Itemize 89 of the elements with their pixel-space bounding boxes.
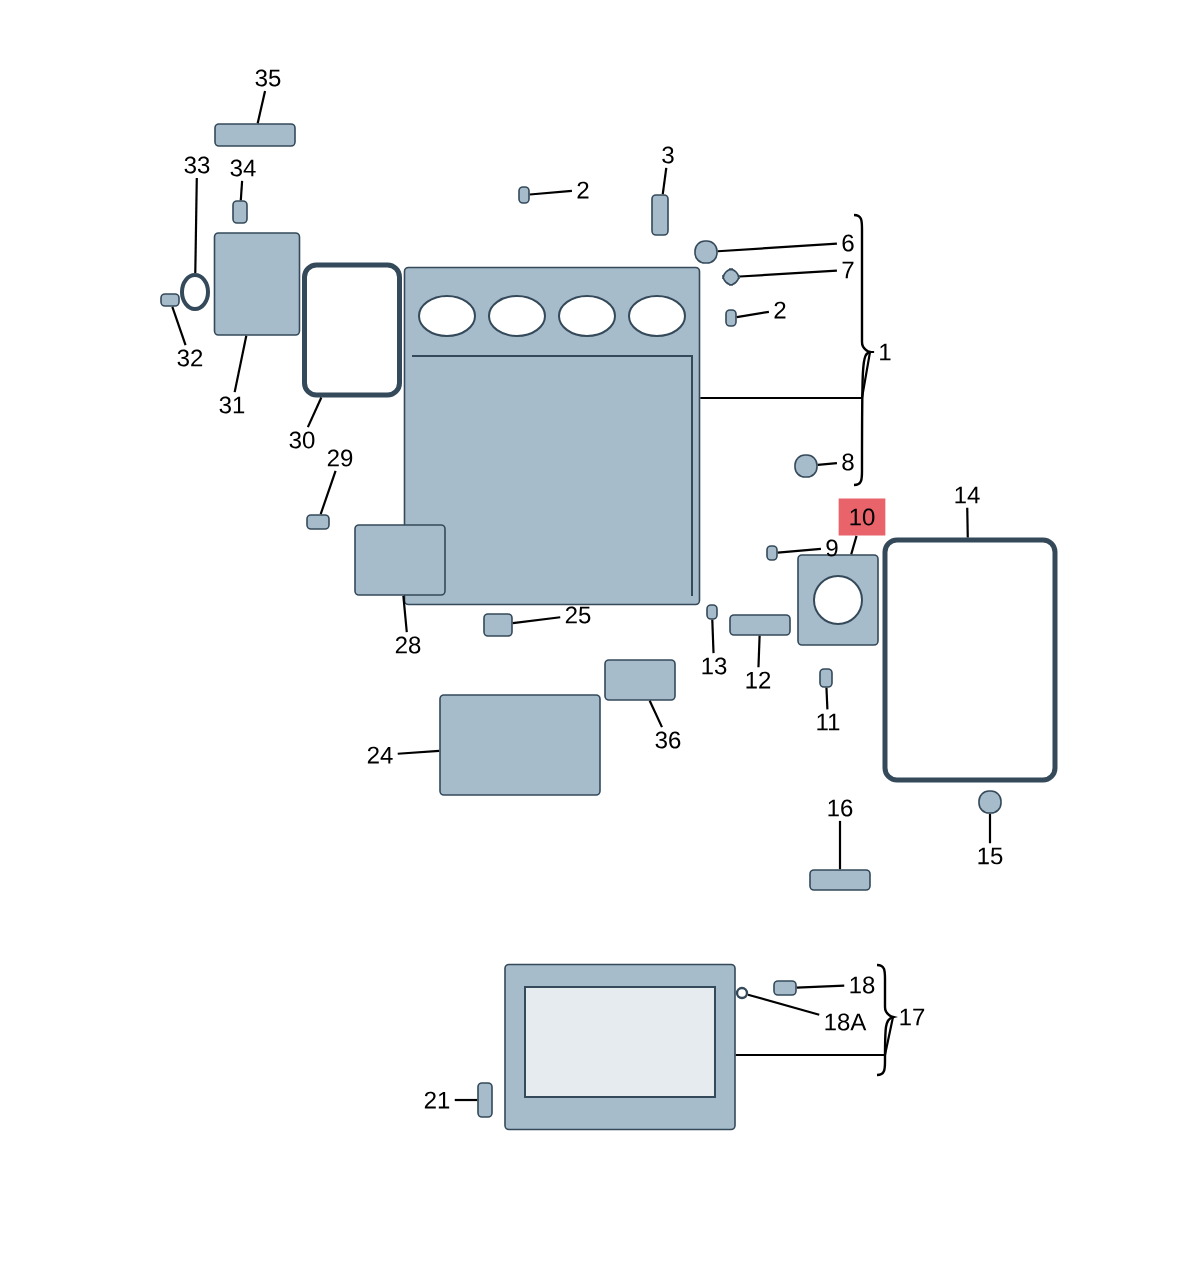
leader-line bbox=[402, 595, 408, 633]
callout-number: 6 bbox=[842, 234, 854, 252]
cover-drawing bbox=[213, 232, 301, 336]
leader-line bbox=[454, 1098, 478, 1102]
gasket-drawing bbox=[882, 537, 1058, 783]
leader-line bbox=[757, 635, 761, 668]
callout-number: 21 bbox=[424, 1091, 450, 1109]
sealant-tube-drawing bbox=[214, 123, 296, 147]
callout-number: 2 bbox=[774, 301, 786, 319]
callout-number: 29 bbox=[327, 449, 353, 467]
leader-line bbox=[306, 397, 323, 428]
plug-drawing bbox=[794, 454, 818, 478]
oil-pan-drawing bbox=[504, 963, 736, 1131]
dowel-pin-drawing bbox=[518, 186, 530, 204]
callout-number: 17 bbox=[900, 1008, 925, 1026]
bolt-drawing bbox=[773, 980, 797, 996]
bolt-drawing bbox=[160, 293, 180, 307]
leader-line bbox=[648, 700, 663, 728]
callout-number: 30 bbox=[289, 431, 315, 449]
callout-number: 14 bbox=[955, 486, 980, 504]
leader-line bbox=[747, 993, 820, 1016]
callout-number: 3 bbox=[662, 146, 674, 164]
plug-drawing bbox=[694, 240, 718, 264]
gasket-drawing bbox=[302, 262, 402, 398]
dowel-pin-drawing bbox=[766, 545, 778, 561]
callout-number: 25 bbox=[565, 606, 591, 624]
engine-block-drawing bbox=[403, 266, 701, 606]
callout-number: 12 bbox=[746, 671, 771, 689]
leader-line bbox=[239, 180, 244, 201]
leader-line bbox=[796, 984, 845, 989]
leader-line bbox=[988, 813, 992, 844]
bolt-drawing bbox=[477, 1082, 493, 1118]
callout-number: 15 bbox=[978, 847, 1003, 865]
bolt-drawing bbox=[651, 194, 669, 236]
o-ring-drawing bbox=[735, 986, 749, 1000]
sealant-tube-drawing bbox=[809, 869, 871, 891]
callout-number: 2 bbox=[577, 181, 589, 199]
leader-line bbox=[319, 470, 337, 515]
callout-number: 16 bbox=[828, 799, 853, 817]
leader-line bbox=[171, 306, 187, 346]
leader-line bbox=[777, 547, 821, 554]
leader-line bbox=[700, 350, 874, 400]
leader-line bbox=[711, 619, 715, 654]
dowel-pin-drawing bbox=[706, 604, 718, 620]
callout-number: 18A bbox=[825, 1013, 867, 1031]
callout-number: 35 bbox=[255, 69, 281, 87]
leader-line bbox=[397, 749, 440, 755]
insert-drawing bbox=[604, 659, 676, 701]
callout-number: 24 bbox=[367, 746, 393, 764]
callout-number: 32 bbox=[177, 349, 203, 367]
leader-line bbox=[661, 167, 668, 195]
leader-line bbox=[529, 189, 572, 196]
bolt-drawing bbox=[819, 668, 833, 688]
bolt-drawing bbox=[232, 200, 248, 224]
callout-number: 18 bbox=[850, 976, 875, 994]
callout-number: 7 bbox=[842, 261, 854, 279]
leader-line bbox=[825, 687, 829, 710]
leader-line bbox=[817, 461, 838, 466]
bolt-drawing bbox=[306, 514, 330, 530]
seal-ring-drawing bbox=[180, 273, 210, 311]
leader-line bbox=[739, 269, 837, 278]
sensor-drawing bbox=[483, 613, 513, 637]
leader-line bbox=[850, 535, 858, 555]
callout-number: 34 bbox=[230, 159, 256, 177]
callout-number: 8 bbox=[842, 453, 854, 471]
callout-number: 1 bbox=[880, 343, 891, 361]
leader-line bbox=[233, 335, 248, 393]
leader-line bbox=[736, 310, 770, 319]
callout-number: 33 bbox=[184, 156, 210, 174]
leader-line bbox=[838, 820, 842, 870]
callout-number: 36 bbox=[655, 731, 681, 749]
callout-number: 31 bbox=[219, 396, 245, 414]
leader-line bbox=[717, 242, 837, 253]
callout-number: 9 bbox=[826, 539, 838, 557]
leader-line bbox=[512, 616, 561, 625]
leader-line bbox=[735, 1015, 896, 1057]
bracket-drawing bbox=[729, 614, 791, 636]
highlighted-callout-number: 10 bbox=[838, 498, 886, 536]
cover-drawing bbox=[354, 524, 446, 596]
callout-number: 11 bbox=[817, 713, 840, 731]
baffle-plate-drawing bbox=[439, 694, 601, 796]
leader-line bbox=[256, 90, 267, 124]
bush-drawing bbox=[978, 790, 1002, 814]
dowel-pin-drawing bbox=[725, 309, 737, 327]
plug-drawing bbox=[722, 268, 740, 286]
leader-line bbox=[194, 177, 198, 274]
callout-number: 28 bbox=[395, 636, 421, 654]
callout-number: 13 bbox=[702, 657, 727, 675]
leader-line bbox=[966, 507, 969, 538]
